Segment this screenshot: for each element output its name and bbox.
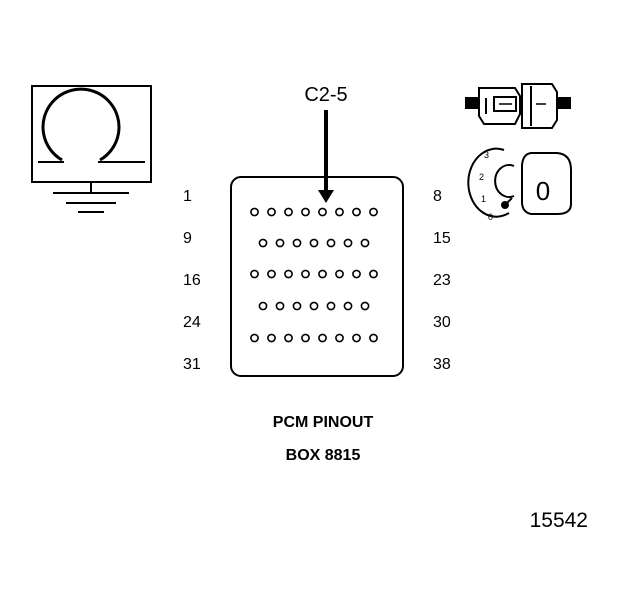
pin-hole — [318, 269, 327, 279]
pin-hole — [369, 207, 378, 217]
pin-hole — [343, 301, 353, 311]
pin-hole — [318, 333, 327, 343]
ignition-position-1: 1 — [481, 194, 486, 204]
ignition-position-3: 3 — [484, 150, 489, 160]
pin-hole — [292, 238, 302, 248]
pin-hole — [301, 269, 310, 279]
key-position-label: 0 — [536, 176, 550, 206]
ignition-position-2: 2 — [479, 172, 484, 182]
pin-hole — [275, 238, 285, 248]
ignition-position-0: 0 — [488, 212, 493, 222]
pin-hole — [326, 301, 336, 311]
caption-subtitle: BOX 8815 — [286, 447, 361, 464]
pin-hole — [267, 269, 276, 279]
pin-hole — [352, 207, 361, 217]
pin-hole — [301, 207, 310, 217]
connector-plug-icon — [465, 83, 571, 129]
pin-number-left: 24 — [183, 314, 201, 331]
ohmmeter-frame — [31, 85, 152, 183]
pin-hole — [352, 269, 361, 279]
pin-number-left: 31 — [183, 356, 201, 373]
pin-hole — [258, 301, 268, 311]
ground-symbol-icon — [53, 182, 129, 213]
pin-hole — [309, 301, 319, 311]
pin-hole — [267, 207, 276, 217]
pin-hole — [360, 301, 370, 311]
pin-hole — [309, 238, 319, 248]
omega-icon — [38, 87, 145, 163]
pin-hole — [292, 301, 302, 311]
pin-number-left: 1 — [183, 188, 192, 205]
pin-hole — [250, 207, 259, 217]
pin-hole — [360, 238, 370, 248]
pin-hole — [335, 269, 344, 279]
pin-hole — [301, 333, 310, 343]
pin-hole — [369, 333, 378, 343]
pin-number-right: 15 — [433, 230, 451, 247]
pin-hole — [318, 207, 327, 217]
pin-hole — [284, 207, 293, 217]
pin-hole — [258, 238, 268, 248]
callout-arrow — [318, 110, 334, 203]
pin-hole — [335, 207, 344, 217]
pin-hole — [275, 301, 285, 311]
pin-hole — [267, 333, 276, 343]
pin-hole — [250, 333, 259, 343]
pin-number-right: 23 — [433, 272, 451, 289]
pin-number-left: 9 — [183, 230, 192, 247]
pin-grid — [250, 207, 378, 343]
pin-number-right: 38 — [433, 356, 451, 373]
pin-hole — [250, 269, 259, 279]
pin-number-left: 16 — [183, 272, 201, 289]
pin-hole — [326, 238, 336, 248]
pcm-connector-body — [230, 176, 404, 377]
pin-hole — [284, 333, 293, 343]
pin-number-right: 8 — [433, 188, 442, 205]
ohmmeter — [31, 85, 152, 213]
ignition-key-icon: 0 3 2 1 0 — [467, 147, 572, 222]
pin-number-right: 30 — [433, 314, 451, 331]
figure-number: 15542 — [530, 509, 588, 532]
pin-hole — [369, 269, 378, 279]
pin-hole — [284, 269, 293, 279]
pin-hole — [335, 333, 344, 343]
caption-title: PCM PINOUT — [273, 414, 374, 431]
pin-hole — [343, 238, 353, 248]
pin-hole — [352, 333, 361, 343]
callout-label: C2-5 — [304, 84, 347, 106]
